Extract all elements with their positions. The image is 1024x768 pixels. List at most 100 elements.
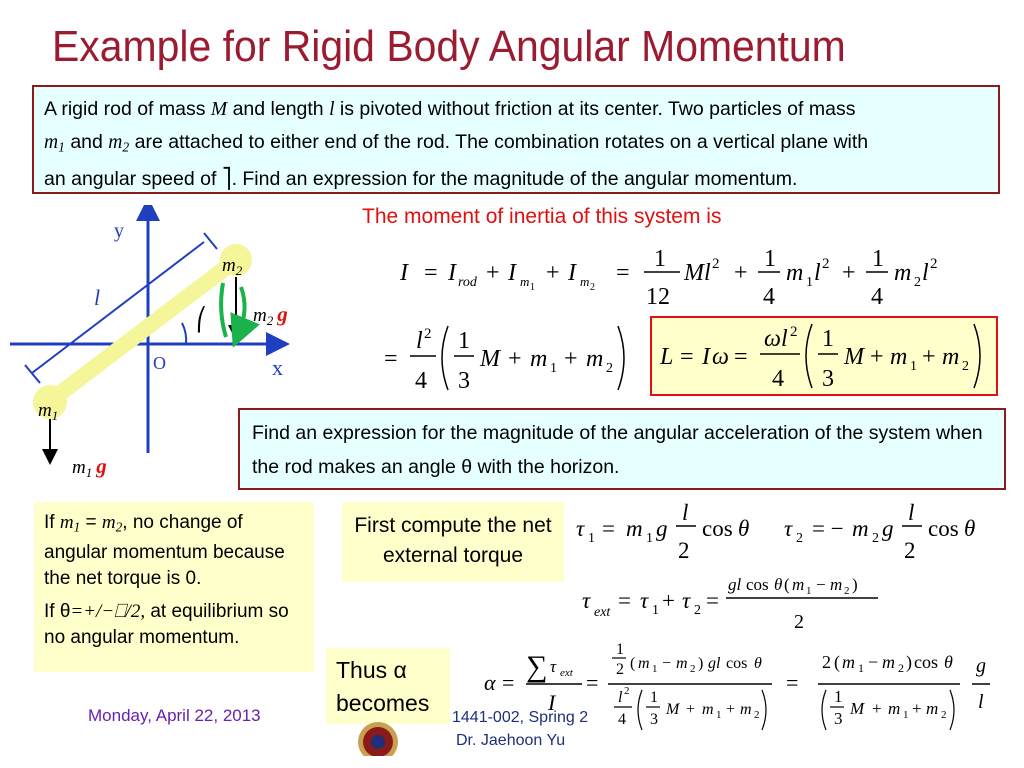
svg-text:4: 4 xyxy=(415,368,427,394)
svg-text:θ: θ xyxy=(964,516,975,541)
svg-text:2: 2 xyxy=(904,538,916,563)
svg-text:m: m xyxy=(530,346,547,372)
problem-text: A rigid rod of mass xyxy=(44,98,211,120)
m1g-label-sub: 1 xyxy=(86,465,93,480)
m2-symbol: m xyxy=(108,132,123,153)
length-tick xyxy=(203,232,218,250)
svg-text:2: 2 xyxy=(898,661,904,675)
svg-text:2: 2 xyxy=(914,275,921,290)
equilibrium-line-1: If m1 = m2, no change of angular momentu… xyxy=(44,510,304,592)
problem-text: . Find an expression for the magnitude o… xyxy=(231,168,798,191)
m2g-label-sub: 2 xyxy=(267,313,274,328)
svg-text:1: 1 xyxy=(588,531,595,546)
rod-length-label: l xyxy=(94,285,100,310)
m1-label-sub: 1 xyxy=(52,408,59,423)
svg-text:+: + xyxy=(912,699,922,718)
svg-text:3: 3 xyxy=(458,368,470,394)
svg-text:m: m xyxy=(890,344,907,370)
equilibrium-text: at equilibrium so no angular momentum. xyxy=(44,601,289,649)
svg-text:+: + xyxy=(564,346,578,372)
svg-text:I: I xyxy=(399,260,409,286)
svg-text:ωl: ωl xyxy=(764,326,788,352)
footer-date: Monday, April 22, 2013 xyxy=(88,706,261,725)
svg-text:cos: cos xyxy=(914,652,938,672)
problem-statement-box: A rigid rod of mass M and length l is pi… xyxy=(32,85,1000,194)
svg-text:=: = xyxy=(384,346,398,372)
svg-text:1: 1 xyxy=(652,603,659,618)
svg-text:I: I xyxy=(567,260,577,286)
svg-text:2: 2 xyxy=(794,611,804,633)
svg-text:ext: ext xyxy=(594,605,611,620)
angle-arc xyxy=(181,322,188,345)
problem-text: are attached to either end of the rod. T… xyxy=(129,131,869,153)
svg-text:2: 2 xyxy=(872,531,879,546)
svg-text:m: m xyxy=(626,516,643,541)
svg-text:α: α xyxy=(484,670,496,695)
svg-text:1: 1 xyxy=(616,641,624,658)
svg-text:1: 1 xyxy=(652,663,658,675)
equals-sign: = xyxy=(80,512,102,533)
svg-text:l: l xyxy=(814,260,821,286)
svg-text:l: l xyxy=(618,689,623,706)
m2-label-text: m xyxy=(222,255,236,276)
svg-text:2: 2 xyxy=(790,324,798,340)
svg-text:cos: cos xyxy=(928,516,959,541)
svg-text:l: l xyxy=(908,500,914,525)
svg-text:l: l xyxy=(416,328,423,354)
equilibrium-text: If xyxy=(44,512,60,533)
svg-text:4: 4 xyxy=(763,284,775,310)
m2-subscript: 2 xyxy=(115,519,123,535)
svg-text:m: m xyxy=(882,652,895,672)
svg-text:1: 1 xyxy=(530,282,535,293)
equilibrium-text: If θ xyxy=(44,601,71,623)
svg-text:+: + xyxy=(922,344,936,370)
problem-text: and xyxy=(64,131,109,153)
svg-text:θ: θ xyxy=(774,575,782,594)
svg-text:τ: τ xyxy=(640,588,649,613)
svg-text:M: M xyxy=(843,344,866,370)
svg-text:2: 2 xyxy=(844,585,850,597)
svg-text:gl: gl xyxy=(708,655,721,672)
svg-text:m: m xyxy=(520,274,529,289)
mass-m2 xyxy=(220,244,252,276)
m2-symbol: m xyxy=(101,512,116,533)
svg-text:τ: τ xyxy=(550,657,557,676)
svg-text:=: = xyxy=(586,670,598,695)
m2-label-sub: 2 xyxy=(236,263,243,278)
x-axis-label: x xyxy=(272,355,283,380)
svg-text:=: = xyxy=(502,670,514,695)
svg-text:= −: = − xyxy=(812,516,844,541)
svg-text:+: + xyxy=(686,701,695,718)
svg-text:gl: gl xyxy=(728,575,742,594)
svg-text:+: + xyxy=(842,260,856,286)
svg-text:−: − xyxy=(868,652,878,672)
svg-text:2: 2 xyxy=(616,661,624,678)
svg-text:∑: ∑ xyxy=(526,650,547,683)
svg-text:M: M xyxy=(849,699,865,718)
svg-text:=: = xyxy=(424,260,438,286)
equilibrium-angle-symbols: =+/−⎕/2, xyxy=(70,601,146,623)
thus-alpha-note-box: Thus α becomes xyxy=(326,648,450,724)
m1-subscript: 1 xyxy=(58,139,65,155)
svg-text:I: I xyxy=(701,344,711,370)
svg-text:2: 2 xyxy=(822,256,830,272)
m1-subscript: 1 xyxy=(73,519,81,535)
svg-text:4: 4 xyxy=(871,284,883,310)
svg-text:1: 1 xyxy=(764,246,776,272)
svg-text:3: 3 xyxy=(834,709,843,728)
length-line xyxy=(31,241,205,374)
svg-text:m: m xyxy=(894,260,911,286)
svg-text:g: g xyxy=(976,655,986,677)
svg-text:1: 1 xyxy=(806,275,813,290)
equilibrium-text: , no change of angular momentum because … xyxy=(44,512,285,590)
svg-text:2: 2 xyxy=(822,652,831,672)
svg-text:+: + xyxy=(546,260,560,286)
svg-text:2: 2 xyxy=(694,603,701,618)
university-seal-icon xyxy=(358,722,398,756)
net-torque-note-box: First compute the net external torque xyxy=(342,502,564,582)
omega-glyph: ⎤ xyxy=(221,168,232,191)
